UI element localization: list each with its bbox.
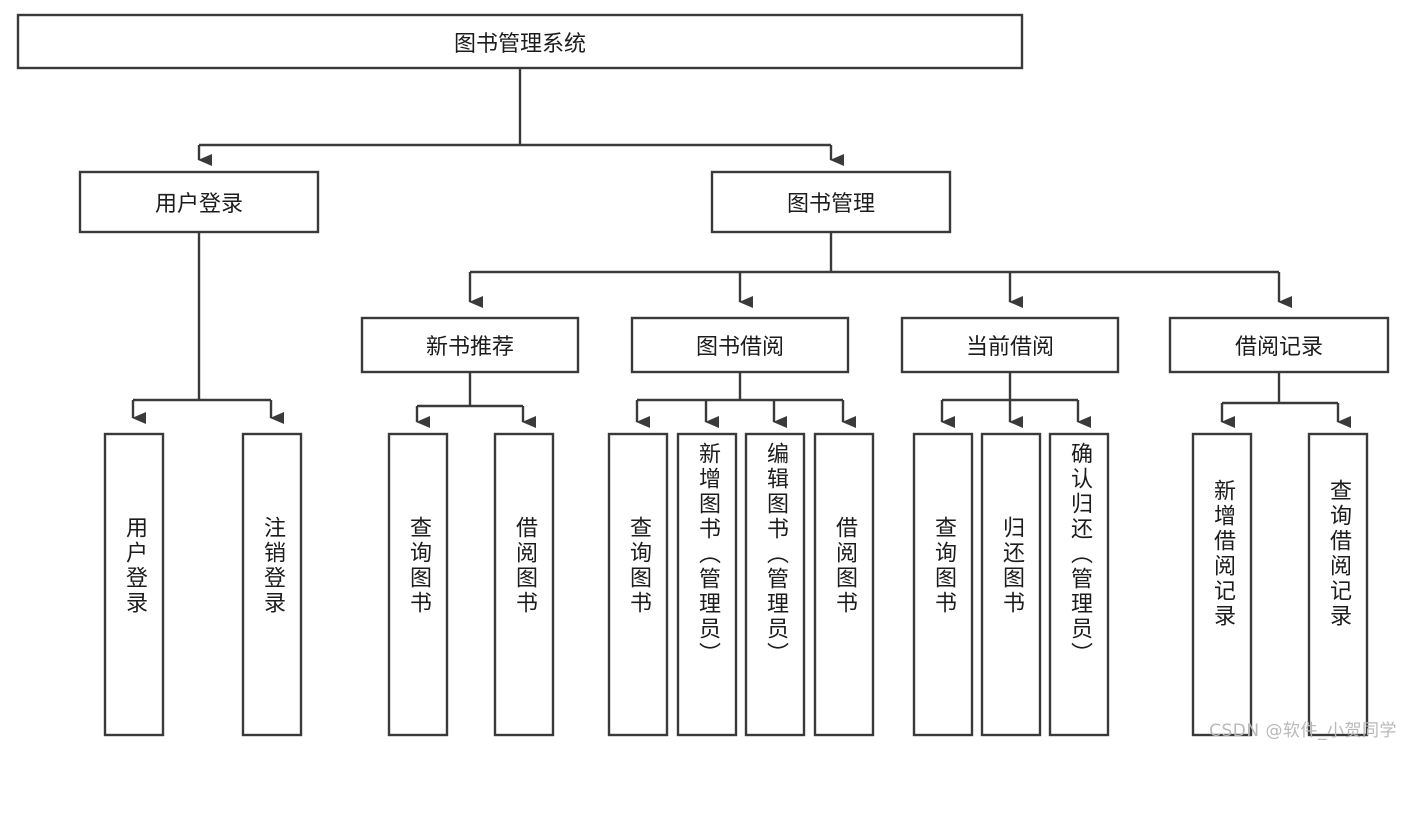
connector-root-to-level2 [197, 68, 844, 166]
leaf-box-book-borrow-3[interactable] [813, 432, 875, 737]
connector-bookborrow-to-leaves [635, 372, 856, 428]
node-box-new-book[interactable] [360, 316, 580, 374]
leaf-box-book-borrow-1[interactable] [676, 432, 738, 737]
node-box-current-borrow[interactable] [900, 316, 1120, 374]
leaf-box-current-borrow-0[interactable] [912, 432, 974, 737]
node-box-book-borrow[interactable] [630, 316, 850, 374]
leaf-box-current-borrow-2[interactable] [1048, 432, 1110, 737]
connector-borrowrecord-to-leaves [1220, 372, 1351, 428]
leaf-box-user-login-0[interactable] [103, 432, 165, 737]
connector-bookmanage-to-level3 [468, 232, 1292, 308]
node-box-book-manage[interactable] [710, 170, 952, 234]
node-box-root[interactable] [16, 13, 1024, 70]
leaf-box-new-book-0[interactable] [387, 432, 449, 737]
leaf-box-user-login-1[interactable] [241, 432, 303, 737]
node-box-user-login[interactable] [78, 170, 320, 234]
tree-diagram-svg [16, 13, 1390, 737]
leaf-box-borrow-record-1[interactable] [1307, 432, 1369, 737]
diagram-canvas: 图书管理系统 用户登录 图书管理 新书推荐 图书借阅 当前借阅 借阅记录 用户登… [16, 13, 1397, 741]
connector-newbook-to-leaves [415, 372, 536, 428]
node-box-borrow-record[interactable] [1168, 316, 1390, 374]
connector-userlogin-to-leaves [131, 232, 284, 424]
leaf-box-book-borrow-0[interactable] [607, 432, 669, 737]
leaf-box-new-book-1[interactable] [493, 432, 555, 737]
leaf-box-current-borrow-1[interactable] [980, 432, 1042, 737]
connector-currentborrow-to-leaves [940, 372, 1091, 428]
leaf-box-borrow-record-0[interactable] [1191, 432, 1253, 737]
leaf-box-book-borrow-2[interactable] [744, 432, 806, 737]
watermark-text: CSDN @软件_小贺同学 [1209, 721, 1397, 741]
